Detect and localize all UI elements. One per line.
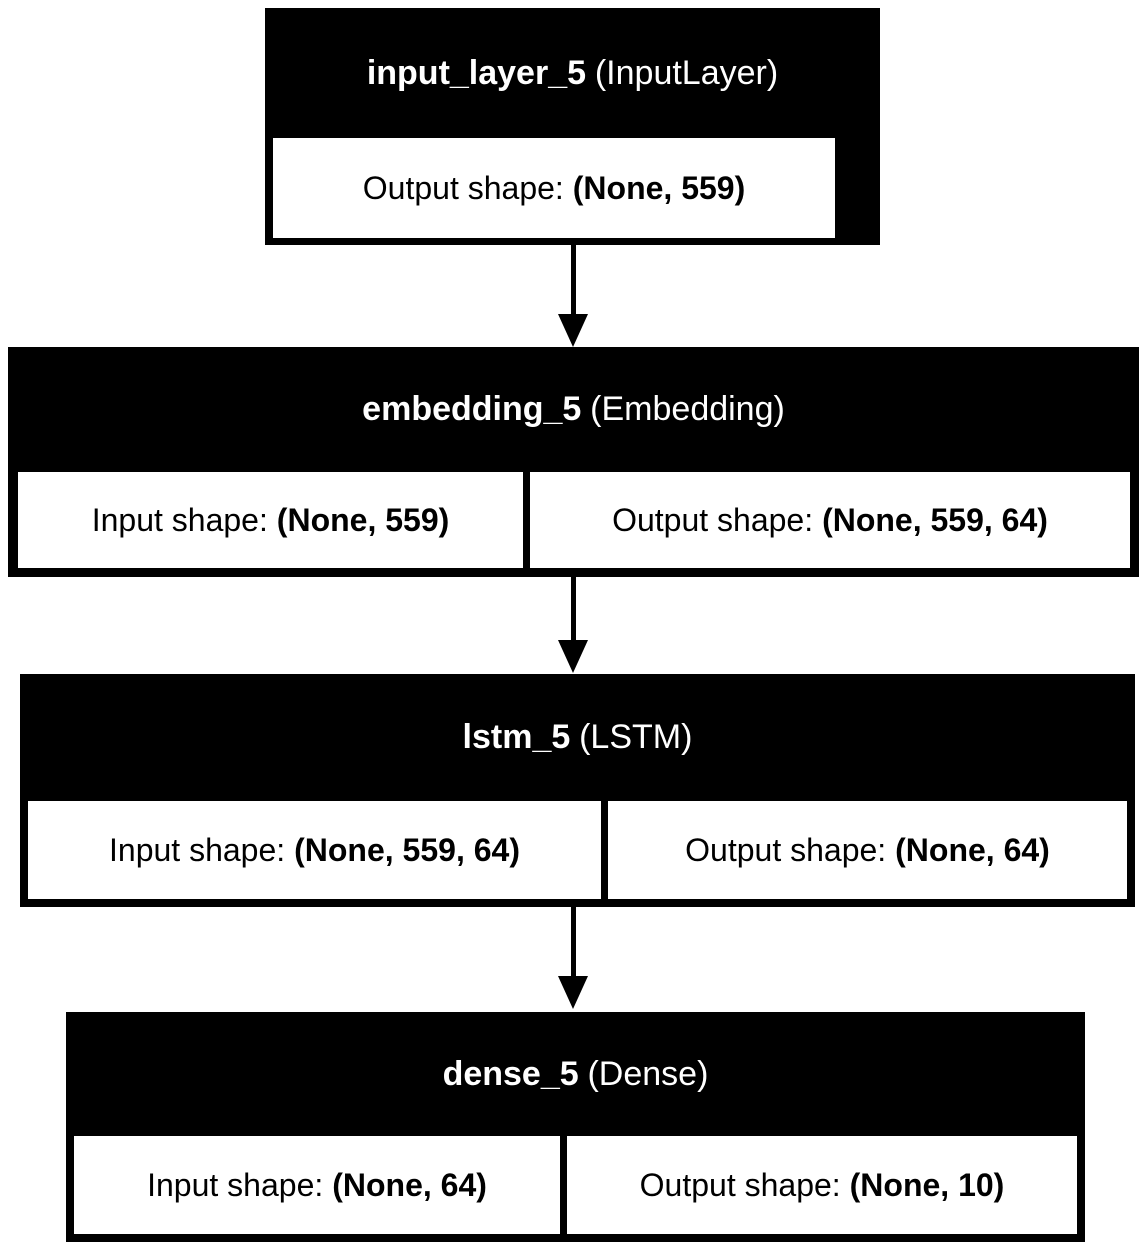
shape-cell-output: Output shape: (None, 559) (273, 138, 835, 238)
shape-cell-output: Output shape: (None, 559, 64) (530, 472, 1130, 568)
edge-arrow-shaft (571, 245, 576, 317)
shape-label: Output shape: (612, 501, 814, 538)
layer-node-embedding-5: embedding_5 (Embedding) Input shape: (No… (8, 347, 1139, 577)
node-title: embedding_5 (Embedding) (8, 347, 1139, 472)
shape-cell-input: Input shape: (None, 559) (18, 472, 523, 568)
shape-label: Output shape: (685, 831, 887, 868)
shape-cell-input: Input shape: (None, 559, 64) (28, 801, 601, 899)
layer-name: embedding_5 (362, 390, 582, 428)
shape-value: (None, 559) (572, 169, 746, 206)
shape-cell-output: Output shape: (None, 64) (608, 801, 1127, 899)
layer-node-input-layer-5: input_layer_5 (InputLayer) Output shape:… (265, 8, 880, 245)
node-title: dense_5 (Dense) (66, 1012, 1085, 1136)
shape-value: (None, 64) (332, 1166, 487, 1203)
layer-type: (Dense) (587, 1054, 709, 1093)
shape-value: (None, 559, 64) (294, 831, 520, 868)
edge-arrowhead-icon (558, 640, 588, 673)
layer-node-dense-5: dense_5 (Dense) Input shape: (None, 64) … (66, 1012, 1085, 1242)
node-title: input_layer_5 (InputLayer) (265, 8, 880, 138)
shape-cell-input: Input shape: (None, 64) (74, 1136, 560, 1234)
layer-type: (InputLayer) (594, 53, 779, 92)
edge-arrow-shaft (571, 577, 576, 641)
shape-value: (None, 559) (276, 501, 450, 538)
shape-label: Input shape: (91, 501, 268, 538)
shape-value: (None, 559, 64) (822, 501, 1048, 538)
edge-arrowhead-icon (558, 314, 588, 347)
shape-label: Input shape: (147, 1166, 324, 1203)
layer-type: (Embedding) (590, 390, 785, 428)
shape-value: (None, 10) (849, 1166, 1005, 1203)
shape-cell-output: Output shape: (None, 10) (567, 1136, 1077, 1234)
layer-type: (LSTM) (579, 718, 693, 756)
layer-name: dense_5 (442, 1054, 579, 1093)
layer-name: input_layer_5 (366, 53, 587, 92)
shape-value: (None, 64) (895, 831, 1050, 868)
layer-node-lstm-5: lstm_5 (LSTM) Input shape: (None, 559, 6… (20, 674, 1135, 907)
edge-arrowhead-icon (558, 976, 588, 1009)
shape-label: Output shape: (362, 169, 564, 206)
layer-name: lstm_5 (462, 718, 571, 756)
node-title: lstm_5 (LSTM) (20, 674, 1135, 801)
shape-label: Output shape: (639, 1166, 841, 1203)
edge-arrow-shaft (571, 907, 576, 977)
shape-label: Input shape: (109, 831, 286, 868)
